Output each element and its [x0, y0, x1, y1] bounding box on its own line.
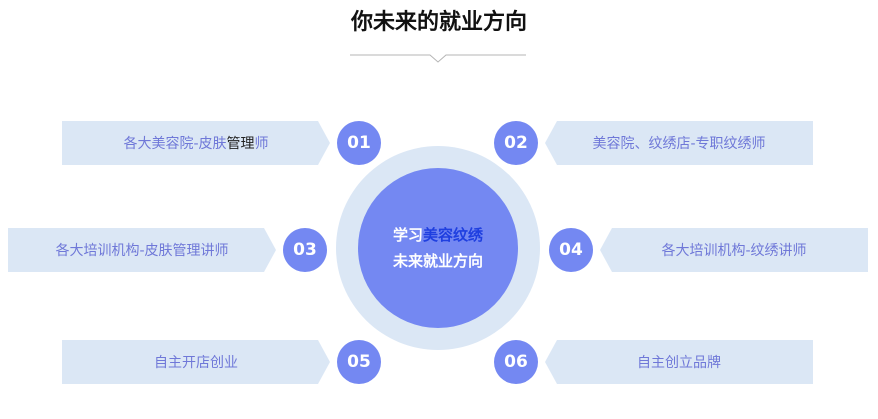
career-item-01-text-a: 各大美容院-皮肤	[123, 136, 227, 152]
career-item-04: 各大培训机构-纹绣讲师	[600, 228, 868, 272]
career-item-05-text: 自主开店创业	[154, 355, 238, 371]
center-line-1: 学习美容纹绣	[393, 222, 483, 248]
career-number-01: 01	[337, 121, 381, 165]
career-item-01-text-c: 师	[254, 136, 269, 152]
career-number-02: 02	[494, 121, 538, 165]
title-divider	[350, 54, 526, 63]
career-item-01-text-b: 管理	[226, 136, 255, 152]
career-item-02-text: 美容院、纹绣店-专职纹绣师	[592, 136, 766, 152]
career-item-06: 自主创立品牌	[545, 340, 813, 384]
center-line-2: 未来就业方向	[392, 252, 483, 270]
career-number-05: 05	[337, 340, 381, 384]
career-number-04: 04	[549, 228, 593, 272]
career-item-05: 自主开店创业	[62, 340, 330, 384]
career-item-03-text: 各大培训机构-皮肤管理讲师	[55, 243, 229, 259]
page-title: 你未来的就业方向	[350, 10, 527, 35]
career-item-03: 各大培训机构-皮肤管理讲师	[8, 228, 276, 272]
career-item-01: 各大美容院-皮肤管理师	[62, 121, 330, 165]
career-number-03: 03	[283, 228, 327, 272]
center-line-1-highlight: 美容纹绣	[423, 226, 484, 244]
career-item-06-text: 自主创立品牌	[637, 355, 721, 371]
center-line-1-prefix: 学习	[392, 226, 423, 244]
center-circle: 学习美容纹绣 未来就业方向	[358, 168, 518, 328]
career-item-02: 美容院、纹绣店-专职纹绣师	[545, 121, 813, 165]
career-item-04-text: 各大培训机构-纹绣讲师	[661, 243, 807, 259]
career-number-06: 06	[494, 340, 538, 384]
